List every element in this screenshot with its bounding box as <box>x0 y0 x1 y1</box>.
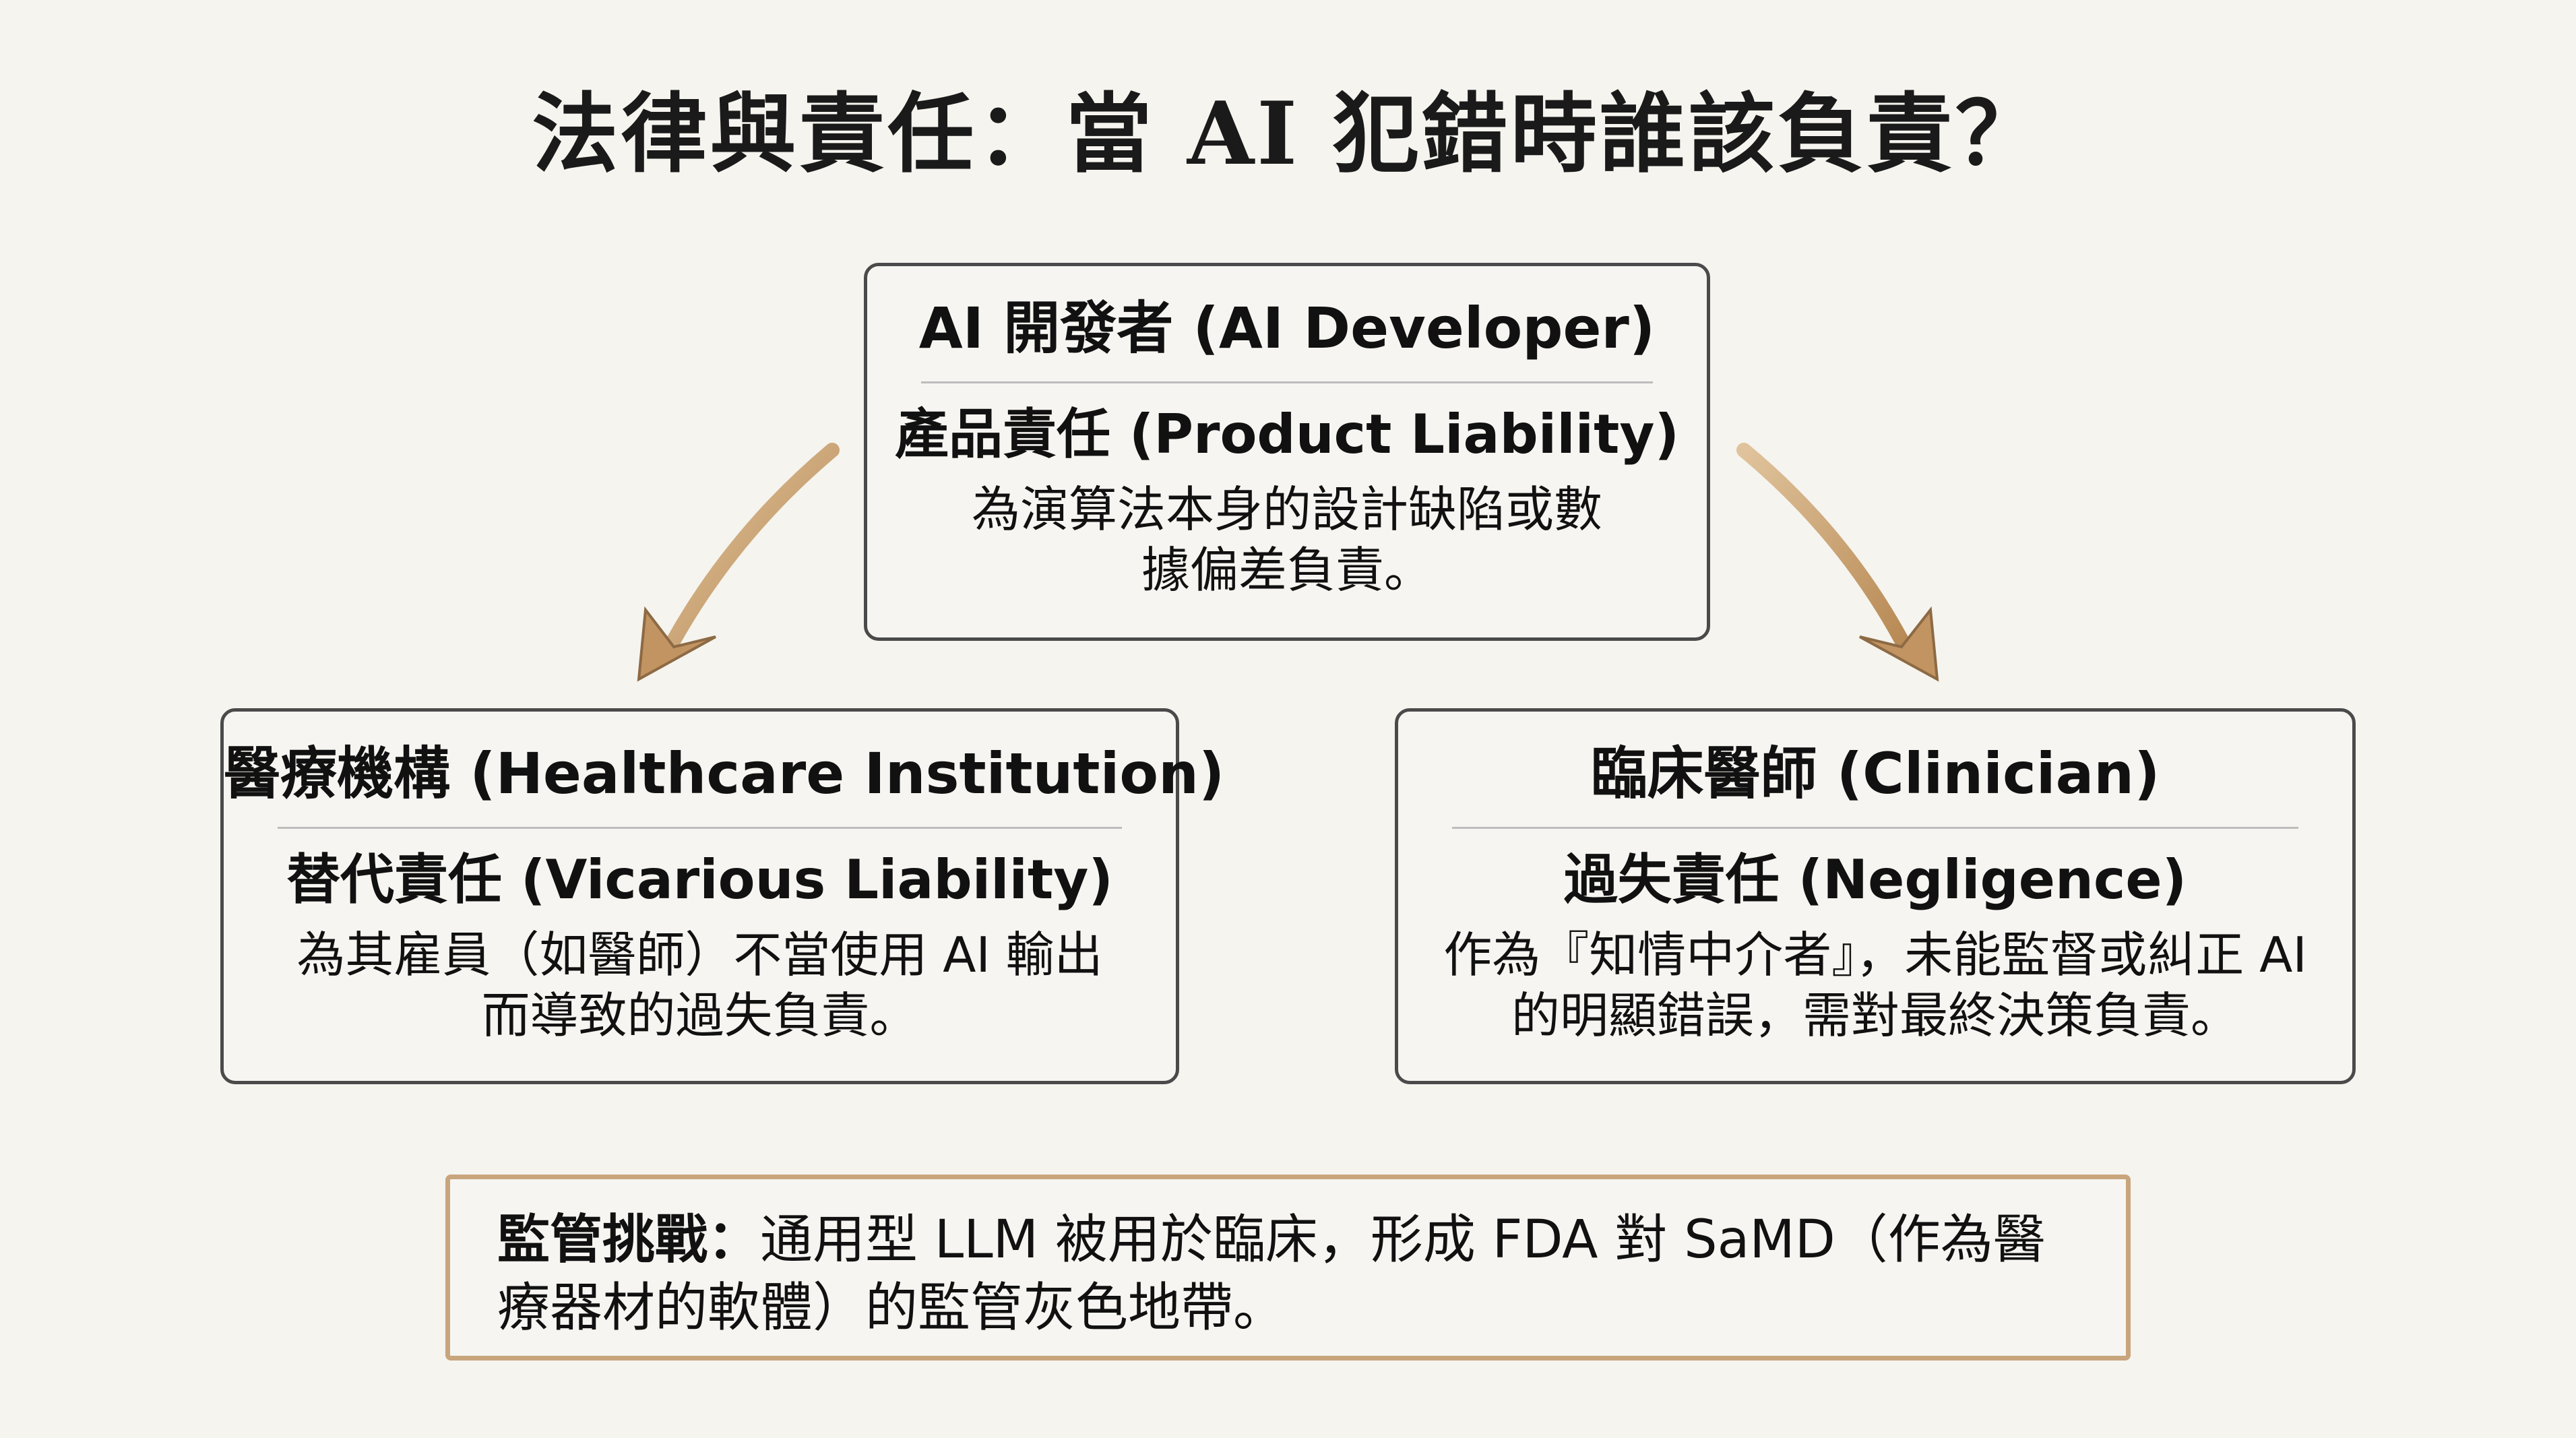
arrow-to-clinician <box>1736 443 1939 682</box>
clinician-liability: 過失責任 (Negligence) <box>1563 848 2187 911</box>
divider <box>921 381 1653 383</box>
developer-description: 為演算法本身的設計缺陷或數據偏差負責。 <box>971 480 1602 598</box>
callout-label: 監管挑戰： <box>497 1210 761 1270</box>
page-title: 法律與責任：當 AI 犯錯時誰該負責？ <box>532 84 2044 185</box>
developer-heading: AI 開發者 (AI Developer) <box>918 295 1656 361</box>
developer-liability: 產品責任 (Product Liability) <box>894 402 1680 466</box>
clinician-box: 臨床醫師 (Clinician) 過失責任 (Negligence) 作為『知情… <box>1395 708 2356 1084</box>
institution-heading: 醫療機構 (Healthcare Institution) <box>224 741 1225 807</box>
divider <box>278 826 1122 829</box>
institution-liability: 替代責任 (Vicarious Liability) <box>286 848 1113 911</box>
arrow-to-institution <box>637 443 840 682</box>
institution-description: 為其雇員（如醫師）不當使用 AI 輸出而導致的過失負責。 <box>296 926 1103 1044</box>
clinician-description: 作為『知情中介者』，未能監督或糾正 AI 的明顯錯誤，需對最終決策負責。 <box>1443 926 2307 1044</box>
clinician-heading: 臨床醫師 (Clinician) <box>1590 741 2160 807</box>
callout-text: 通用型 LLM 被用於臨床，形成 FDA 對 SaMD（作為醫療器材的軟體）的監… <box>497 1210 2046 1339</box>
regulatory-callout: 監管挑戰：通用型 LLM 被用於臨床，形成 FDA 對 SaMD（作為醫療器材的… <box>445 1175 2131 1361</box>
developer-box: AI 開發者 (AI Developer) 產品責任 (Product Liab… <box>864 263 1710 641</box>
divider <box>1452 826 2298 829</box>
institution-box: 醫療機構 (Healthcare Institution) 替代責任 (Vica… <box>220 708 1225 1084</box>
